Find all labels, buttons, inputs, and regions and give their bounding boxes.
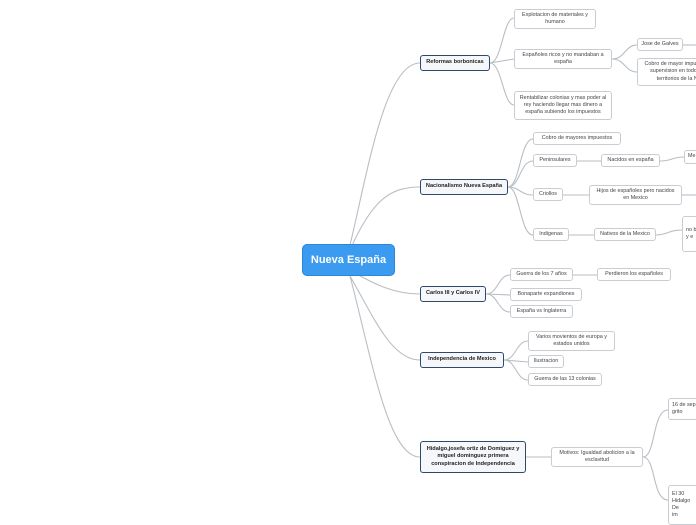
topic-nacionalismo[interactable]: Nacionalismo Nueva España xyxy=(420,179,508,195)
topic-label: Reformas borbonicas xyxy=(426,59,484,66)
subtopic-16-sep[interactable]: 16 de sep grito xyxy=(668,398,696,420)
subtopic-label: Cobro de mayores impuestos xyxy=(541,134,613,141)
subtopic-label: Jose de Galves xyxy=(641,40,679,47)
subtopic-label: Perdieron los españoles xyxy=(605,270,663,277)
root-node[interactable]: Nueva España xyxy=(302,244,395,276)
root-label: Nueva España xyxy=(310,253,387,266)
subtopic-cobro-impuestos[interactable]: Cobro de mayores impuestos xyxy=(533,132,621,145)
subtopic-perdieron[interactable]: Perdieron los españoles xyxy=(597,268,671,281)
subtopic-label: Españoles ricos y no mandaban a españa xyxy=(522,51,604,65)
subtopic-label: Nacidos en españa xyxy=(607,156,654,163)
topic-hidalgo[interactable]: Hidalgo,josefa ortiz de Domiguez y migue… xyxy=(420,441,526,473)
topic-label: Carlos III y Carlos IV xyxy=(425,290,481,297)
subtopic-label: Ilustracion xyxy=(533,357,559,364)
subtopic-guerra-13-colonias[interactable]: Guerra de las 13 colonias xyxy=(528,373,602,386)
subtopic-label: 16 de sep grito xyxy=(672,401,696,415)
subtopic-el-30[interactable]: El 30 Hidalgo De im xyxy=(668,485,696,525)
subtopic-bonaparte[interactable]: Bonaparte expandiones xyxy=(510,288,582,301)
subtopic-rentabilizar[interactable]: Rentabilizar colonias y mas poder al rey… xyxy=(514,91,612,120)
subtopic-hijos-espanoles[interactable]: Hijos de españoles pero nacidos en Mexic… xyxy=(589,185,682,205)
subtopic-nacidos-espana[interactable]: Nacidos en españa xyxy=(601,154,660,167)
subtopic-cut-lines[interactable]: no b y e xyxy=(682,216,696,252)
subtopic-label: Rentabilizar colonias y mas poder al rey… xyxy=(519,94,607,115)
subtopic-label: Guerra de los 7 años xyxy=(516,270,567,277)
subtopic-label: Hijos de españoles pero nacidos en Mexic… xyxy=(596,187,675,201)
topic-label: Independencia de Mexico xyxy=(428,356,496,363)
subtopic-label: Guerra de las 13 colonias xyxy=(534,375,596,382)
subtopic-me-cut[interactable]: Me xyxy=(684,150,696,164)
topic-label: Nacionalismo Nueva España xyxy=(425,183,503,190)
subtopic-espanoles-ricos[interactable]: Españoles ricos y no mandaban a españa xyxy=(514,49,612,69)
subtopic-nativos[interactable]: Nativos de la Mexico xyxy=(594,228,656,241)
subtopic-label: Cobro de mayor impuestos y supervision e… xyxy=(644,61,696,82)
subtopic-varios-movientos[interactable]: Varios movientos de europa y estados uni… xyxy=(528,331,615,351)
subtopic-label: España vs Inglaterra xyxy=(516,307,567,314)
subtopic-label: Bonaparte expandiones xyxy=(517,290,575,297)
subtopic-ilustracion[interactable]: Ilustracion xyxy=(528,355,564,368)
subtopic-label: Motivos: Igualdad abolicion a la esclavi… xyxy=(559,449,635,463)
subtopic-espana-inglaterra[interactable]: España vs Inglaterra xyxy=(510,305,573,318)
subtopic-label: Criollos xyxy=(539,190,557,197)
subtopic-explotacion[interactable]: Explotacion de materiales y humano xyxy=(514,9,596,29)
subtopic-peninsulares[interactable]: Peninsulares xyxy=(533,154,577,167)
topic-reformas-borbonicas[interactable]: Reformas borbonicas xyxy=(420,55,490,71)
topic-independencia[interactable]: Independencia de Mexico xyxy=(420,352,504,368)
topic-carlos[interactable]: Carlos III y Carlos IV xyxy=(420,286,486,302)
subtopic-label: Peninsulares xyxy=(539,156,571,163)
subtopic-label: Explotacion de materiales y humano xyxy=(522,11,588,25)
subtopic-criollos[interactable]: Criollos xyxy=(533,188,563,201)
subtopic-label: Me xyxy=(688,153,696,160)
subtopic-guerra-7-anos[interactable]: Guerra de los 7 años xyxy=(510,268,573,281)
subtopic-label: Indigenas xyxy=(539,230,563,237)
topic-label: Hidalgo,josefa ortiz de Domiguez y migue… xyxy=(426,446,520,467)
subtopic-indigenas[interactable]: Indigenas xyxy=(533,228,569,241)
subtopic-motivos[interactable]: Motivos: Igualdad abolicion a la esclavi… xyxy=(551,447,643,467)
subtopic-cobro-mayor[interactable]: Cobro de mayor impuestos y supervision e… xyxy=(637,58,696,86)
subtopic-label: no b y e xyxy=(686,226,696,240)
subtopic-label: Nativos de la Mexico xyxy=(600,230,650,237)
subtopic-jose-galves[interactable]: Jose de Galves xyxy=(637,38,683,51)
subtopic-label: Varios movientos de europa y estados uni… xyxy=(536,333,607,347)
subtopic-label: El 30 Hidalgo De im xyxy=(672,490,691,519)
